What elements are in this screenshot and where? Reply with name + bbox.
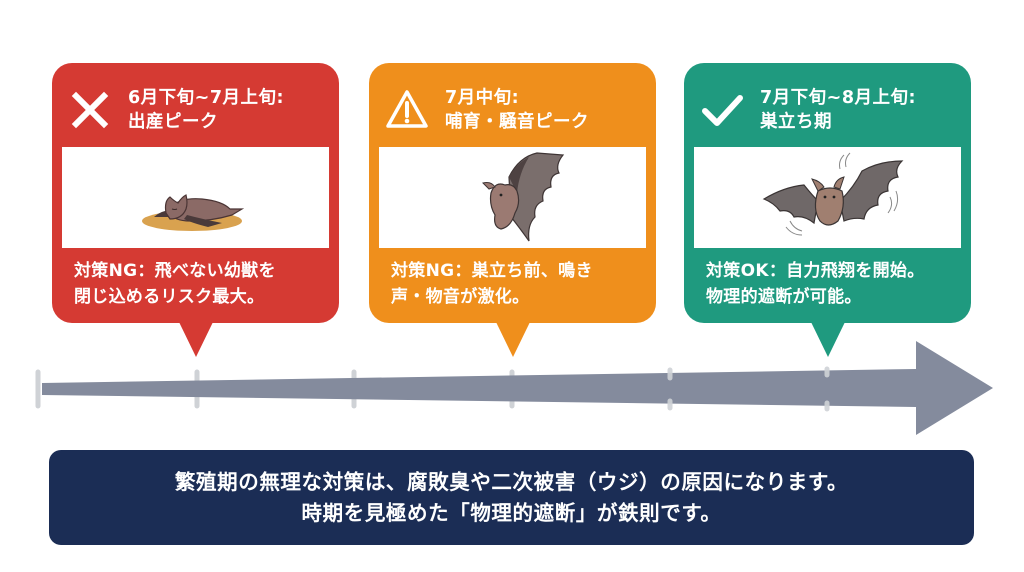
illustration-panel [62,147,329,248]
card-note: 対策NG：巣立ち前、鳴き 声・物音が激化。 [391,261,593,307]
summary-line-2: 時期を見極めた「物理的遮断」が鉄則です。 [301,500,722,525]
period-label: 7月中旬: [445,88,520,108]
card-title: 7月下旬~8月上旬: 巣立ち期 [760,86,916,134]
card-header: 7月中旬: 哺育・騒音ピーク [381,75,646,145]
card-pointer [495,322,530,357]
period-label: 7月下旬~8月上旬: [760,88,917,108]
card-title: 7月中旬: 哺育・騒音ピーク [445,86,589,134]
check-mark-icon [702,95,743,126]
card-header: 7月下旬~8月上旬: 巣立ち期 [696,75,961,145]
card-title: 6月下旬~7月上旬: 出産ピーク [128,86,284,134]
card-note: 対策OK：自力飛翔を開始。 物理的遮断が可能。 [706,261,925,307]
phase-label: 哺育・騒音ピーク [445,112,589,132]
phase-card-nursing-noise-peak: 7月中旬: 哺育・騒音ピーク 対策NG：巣立ち前、鳴き 声・物音が激化。 [369,63,656,357]
period-label: 6月下旬~7月上旬: [128,88,285,108]
card-pointer [810,322,845,357]
phase-label: 出産ピーク [128,112,218,132]
card-header: 6月下旬~7月上旬: 出産ピーク [64,75,329,145]
phase-card-birth-peak: 6月下旬~7月上旬: 出産ピーク 対策NG：飛べない幼獣を 閉じ込めるリスク最大… [52,63,339,357]
summary-line-1: 繁殖期の無理な対策は、腐敗臭や二次被害（ウジ）の原因になります。 [174,469,849,494]
timeline-ticks [35,369,515,409]
phase-label: 巣立ち期 [760,112,832,132]
flying-bat-illustration [762,152,904,236]
warning-triangle-icon [386,90,428,128]
phase-card-fledging: 7月下旬~8月上旬: 巣立ち期 対策OK：自力飛翔を開始。 物理的遮断が可能。 [684,63,971,357]
summary-banner: 繁殖期の無理な対策は、腐敗臭や二次被害（ウジ）の原因になります。 時期を見極めた… [49,450,974,545]
illustration-panel [379,147,646,248]
x-mark-icon [71,91,109,129]
newborn-bat-illustration [142,194,245,231]
illustration-panel [694,147,961,248]
card-note: 対策NG：飛べない幼獣を 閉じ込めるリスク最大。 [74,261,276,307]
card-pointer [178,322,213,357]
young-bat-clinging-illustration [482,152,565,242]
